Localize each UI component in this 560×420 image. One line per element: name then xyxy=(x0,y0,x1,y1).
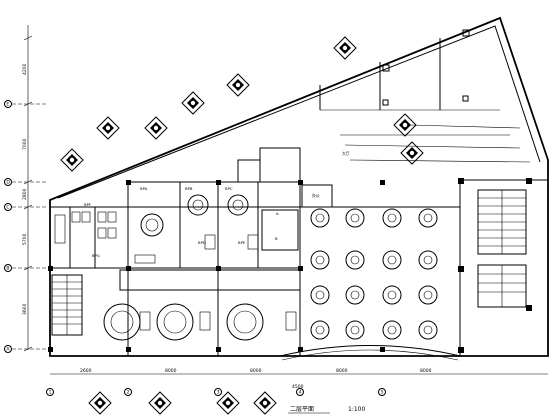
diamond-marker xyxy=(88,391,112,415)
left-dimension-chain: 4200 7000 2800 5700 3600 xyxy=(22,25,33,352)
room-label: BPC xyxy=(225,186,233,191)
diamond-marker xyxy=(96,116,120,140)
hall-round-table xyxy=(418,250,438,270)
dim-h-2: 8000 xyxy=(165,368,177,374)
col-label-3: 3 xyxy=(217,390,220,396)
round-table xyxy=(227,194,249,216)
hall-round-table xyxy=(382,285,402,305)
dim-h-4: 8000 xyxy=(336,368,348,374)
building-outline xyxy=(49,16,549,357)
dim-v-4: 5700 xyxy=(22,233,28,245)
round-table xyxy=(226,303,264,341)
row-label-E: E xyxy=(6,102,9,108)
col-label-5: 5 xyxy=(381,390,384,396)
drawing-caption: 二层平面 1:100 xyxy=(288,406,365,414)
room-label: BPA xyxy=(140,186,148,191)
toilets xyxy=(54,211,117,244)
col-axis-1: 1 xyxy=(46,388,54,396)
col-label-1: 1 xyxy=(49,390,52,396)
col-axis-2: 2 xyxy=(124,388,132,396)
col-label-2: 2 xyxy=(127,390,130,396)
room-label: BPD xyxy=(198,240,206,245)
dim-h-5: 8000 xyxy=(420,368,432,374)
row-axis-C: C xyxy=(4,203,48,211)
hall-round-table xyxy=(310,250,330,270)
drawing-scale: 1:100 xyxy=(348,406,365,413)
row-axis-B: B xyxy=(4,264,48,272)
curved-facade xyxy=(279,345,461,361)
room-label: BPB xyxy=(185,186,193,191)
col-axis-3: 3 xyxy=(214,388,222,396)
row-label-D: D xyxy=(6,180,10,186)
room-labels: BPA BPB BPC BPD BPE BPF BPG B A 办公 大厅 xyxy=(84,151,350,258)
diamond-marker xyxy=(216,391,240,415)
hall-round-table xyxy=(418,208,438,228)
diamond-marker xyxy=(148,391,172,415)
hall-round-table xyxy=(382,250,402,270)
private-rooms xyxy=(103,194,297,341)
diamond-marker xyxy=(60,148,84,172)
room-label: 大厅 xyxy=(342,151,350,156)
room-label: 办公 xyxy=(312,193,320,198)
hall-round-table xyxy=(345,285,365,305)
hall-round-table xyxy=(310,208,330,228)
hall-round-table xyxy=(310,320,330,340)
stair-left xyxy=(51,274,83,336)
round-table xyxy=(187,194,209,216)
round-table xyxy=(103,303,141,341)
row-axis-E: E xyxy=(4,100,48,108)
hall-round-table xyxy=(345,320,365,340)
diamond-marker xyxy=(393,113,417,137)
interior-walls xyxy=(50,147,548,356)
row-axis-A: A xyxy=(4,345,48,353)
row-label-A: A xyxy=(6,347,10,353)
dim-h-1: 2600 xyxy=(80,368,92,374)
dim-v-3: 2800 xyxy=(22,188,28,200)
room-label: B xyxy=(275,236,278,241)
diamond-marker xyxy=(253,391,277,415)
row-axis-D: D xyxy=(4,178,48,186)
diamond-marker xyxy=(144,116,168,140)
row-label-C: C xyxy=(6,205,9,211)
hall-tables xyxy=(310,208,438,340)
round-table xyxy=(156,303,194,341)
room-label: A xyxy=(276,211,279,216)
dim-h-3: 8000 xyxy=(250,368,262,374)
hall-round-table xyxy=(418,285,438,305)
room-label: BPF xyxy=(84,202,91,207)
hall-round-table xyxy=(382,320,402,340)
diamond-marker xyxy=(181,91,205,115)
col-axis-4: 4 xyxy=(296,388,304,396)
row-label-B: B xyxy=(6,266,9,272)
hall-round-table xyxy=(310,285,330,305)
col-label-4: 4 xyxy=(299,390,302,396)
hall-round-table xyxy=(382,208,402,228)
row-axis-bubbles: E D C B A xyxy=(4,100,48,353)
hall-round-table xyxy=(345,250,365,270)
dim-h-extra: 4500 xyxy=(292,384,304,390)
dim-v-5: 3600 xyxy=(22,303,28,315)
dim-v-1: 4200 xyxy=(22,63,28,75)
dim-v-2: 7000 xyxy=(22,138,28,150)
room-label: BPG xyxy=(92,253,100,258)
hall-round-table xyxy=(418,320,438,340)
diamond-marker xyxy=(333,36,357,60)
diamond-marker xyxy=(400,141,424,165)
diamond-marker xyxy=(226,73,250,97)
col-axis-bubbles: 1 2 3 4 5 2600 8000 8000 8000 8000 4500 xyxy=(46,368,548,396)
round-table xyxy=(140,213,164,237)
col-axis-5: 5 xyxy=(378,388,386,396)
stair-right xyxy=(477,189,527,308)
drawing-title: 二层平面 xyxy=(290,406,314,413)
structural-columns xyxy=(48,178,532,353)
hall-round-table xyxy=(345,208,365,228)
ceiling-diamond-markers xyxy=(60,36,424,415)
room-label: BPE xyxy=(238,240,246,245)
